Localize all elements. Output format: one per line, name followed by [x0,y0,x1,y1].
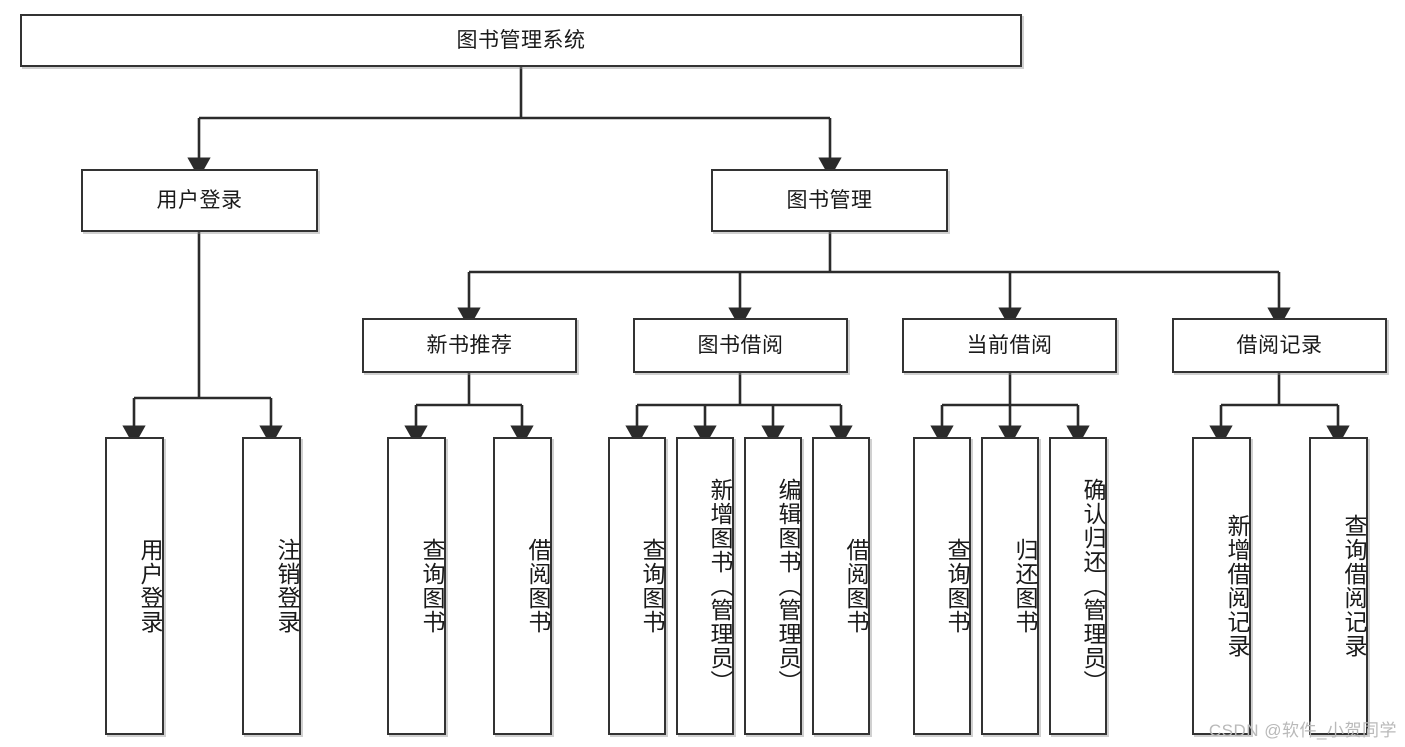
node-label: 借阅图书 [843,538,869,634]
leaf-current-borrow-confirm-return[interactable]: 确认归还（管理员） [1049,437,1107,735]
node-label: 用户登录 [137,538,163,634]
node-label: 图书管理系统 [456,28,586,52]
node-book-borrow[interactable]: 图书借阅 [633,318,848,373]
node-label: 注销登录 [274,538,300,634]
node-root-system[interactable]: 图书管理系统 [20,14,1022,67]
leaf-book-borrow-add[interactable]: 新增图书（管理员） [676,437,734,735]
node-label: 当前借阅 [966,333,1053,357]
node-label: 图书借阅 [697,333,784,357]
node-label: 查询借阅记录 [1341,514,1367,658]
leaf-current-borrow-query[interactable]: 查询图书 [913,437,971,735]
leaf-book-borrow-borrow[interactable]: 借阅图书 [812,437,870,735]
node-label: 图书管理 [786,188,873,212]
node-new-book-recommend[interactable]: 新书推荐 [362,318,577,373]
node-label: 新增借阅记录 [1224,514,1250,658]
leaf-user-login-login[interactable]: 用户登录 [105,437,164,735]
node-user-login[interactable]: 用户登录 [81,169,318,232]
node-label: 查询图书 [639,538,665,634]
node-label: 编辑图书（管理员） [775,478,801,694]
leaf-book-borrow-query[interactable]: 查询图书 [608,437,666,735]
node-label: 查询图书 [944,538,970,634]
node-current-borrow[interactable]: 当前借阅 [902,318,1117,373]
node-label: 查询图书 [419,538,445,634]
leaf-borrow-record-query[interactable]: 查询借阅记录 [1309,437,1368,735]
leaf-new-book-borrow[interactable]: 借阅图书 [493,437,552,735]
leaf-book-borrow-edit[interactable]: 编辑图书（管理员） [744,437,802,735]
leaf-user-login-logout[interactable]: 注销登录 [242,437,301,735]
node-label: 借阅记录 [1236,333,1323,357]
leaf-new-book-query[interactable]: 查询图书 [387,437,446,735]
node-label: 借阅图书 [525,538,551,634]
node-label: 确认归还（管理员） [1080,478,1106,694]
leaf-borrow-record-add[interactable]: 新增借阅记录 [1192,437,1251,735]
node-label: 归还图书 [1012,538,1038,634]
node-label: 新书推荐 [426,333,513,357]
node-label: 新增图书（管理员） [707,478,733,694]
node-book-management[interactable]: 图书管理 [711,169,948,232]
leaf-current-borrow-return[interactable]: 归还图书 [981,437,1039,735]
csdn-watermark: CSDN @软件_小贺同学 [1208,721,1397,740]
node-borrow-record[interactable]: 借阅记录 [1172,318,1387,373]
node-label: 用户登录 [156,188,243,212]
